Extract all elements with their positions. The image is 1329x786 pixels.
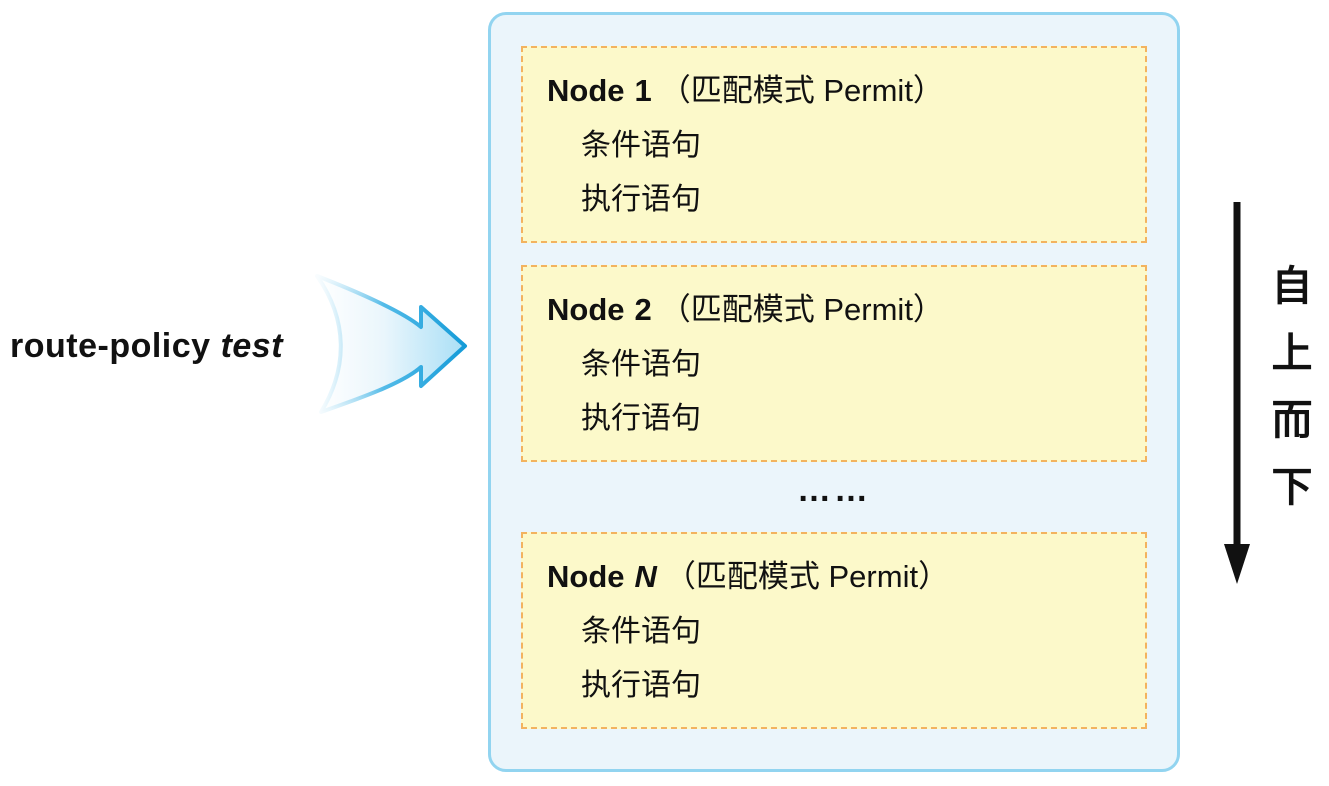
flow-direction: 自上而下	[1220, 200, 1325, 600]
down-arrow-icon	[1224, 202, 1250, 584]
node-n-word: Node	[547, 559, 625, 594]
node-n-id: N	[634, 559, 657, 594]
node-n-mode: （匹配模式 Permit）	[664, 559, 950, 594]
node-1-word: Node	[547, 73, 625, 108]
direction-label: 自上而下	[1265, 264, 1311, 532]
node-2-word: Node	[547, 292, 625, 327]
node-n-title: Node N（匹配模式 Permit）	[547, 558, 1121, 597]
right-arrow-icon	[315, 274, 467, 414]
node-box-2: Node 2（匹配模式 Permit） 条件语句 执行语句	[521, 265, 1147, 462]
node-2-id: 2	[634, 292, 652, 327]
node-1-mode: （匹配模式 Permit）	[659, 73, 944, 108]
node-n-action-line: 执行语句	[581, 668, 701, 702]
node-1-id: 1	[634, 73, 652, 108]
node-2-condition-line: 条件语句	[581, 347, 701, 381]
node-1-title: Node 1（匹配模式 Permit）	[547, 72, 1121, 111]
node-n-condition-line: 条件语句	[581, 614, 701, 648]
nodes-ellipsis: ……	[797, 470, 871, 509]
node-2-action-line: 执行语句	[581, 401, 701, 435]
node-2-mode: （匹配模式 Permit）	[659, 292, 944, 327]
route-policy-keyword: route-policy	[10, 327, 211, 365]
node-2-title: Node 2（匹配模式 Permit）	[547, 291, 1121, 330]
node-1-condition-line: 条件语句	[581, 128, 701, 162]
node-box-n: Node N（匹配模式 Permit） 条件语句 执行语句	[521, 532, 1147, 729]
node-1-action-line: 执行语句	[581, 182, 701, 216]
route-policy-name: test	[220, 327, 284, 365]
node-box-1: Node 1（匹配模式 Permit） 条件语句 执行语句	[521, 46, 1147, 243]
